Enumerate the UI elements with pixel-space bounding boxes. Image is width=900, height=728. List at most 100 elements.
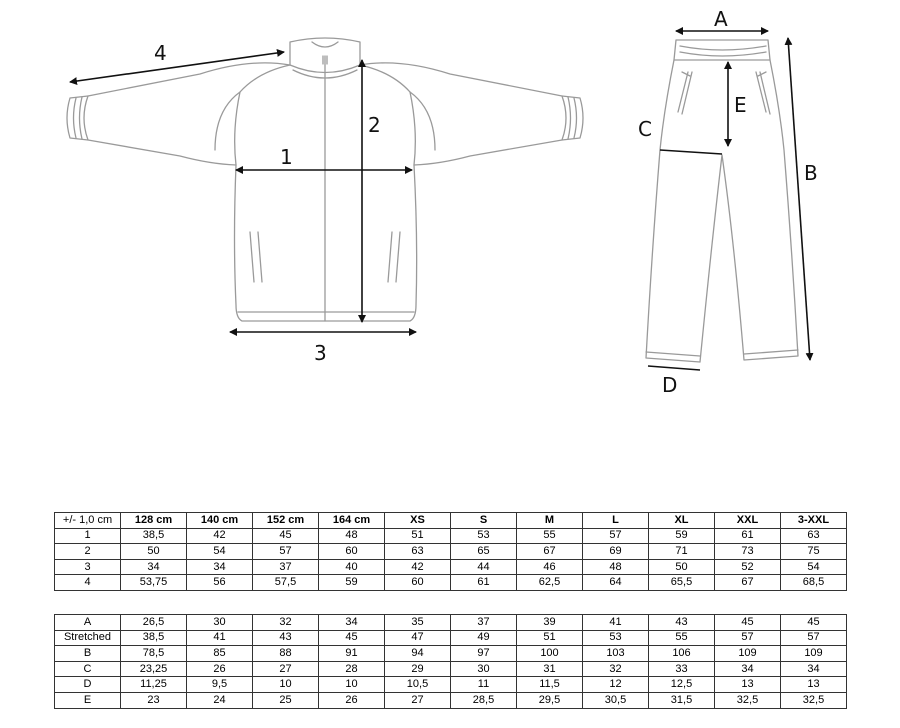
table-cell: 46 <box>516 558 583 576</box>
table-header-cell: 128 cm <box>120 512 187 529</box>
table-cell: 33 <box>648 660 715 678</box>
table-cell: 45 <box>714 614 781 631</box>
table-cell: 57 <box>780 629 847 647</box>
table-cell: 11,25 <box>120 676 187 693</box>
pants-measurements: A B E C D <box>638 7 818 397</box>
table-cell: 34 <box>714 660 781 678</box>
size-diagram: 4 2 1 3 A B E C D <box>66 7 818 397</box>
table-cell: 55 <box>516 527 583 545</box>
table-cell: 11,5 <box>516 676 583 693</box>
table-cell: 103 <box>582 645 649 662</box>
table-cell: 75 <box>780 543 847 560</box>
table-cell: 12,5 <box>648 676 715 693</box>
table-cell: 26 <box>318 691 385 709</box>
table-cell: 24 <box>186 691 253 709</box>
table-cell: 25 <box>252 691 319 709</box>
table-cell: 32,5 <box>714 691 781 709</box>
row-label-cell: E <box>54 691 121 709</box>
table-header-cell: XXL <box>714 512 781 529</box>
row-label-cell: 4 <box>54 574 121 591</box>
hem-label: 3 <box>314 341 327 365</box>
table-cell: 34 <box>318 614 385 631</box>
hip-line <box>659 149 723 155</box>
table-cell: 10,5 <box>384 676 451 693</box>
table-cell: 28 <box>318 660 385 678</box>
table-cell: 65 <box>450 543 517 560</box>
table-cell: 45 <box>318 629 385 647</box>
leg-opening-line <box>647 365 701 371</box>
table-header-cell: 152 cm <box>252 512 319 529</box>
rise-label: E <box>734 93 747 117</box>
table-cell: 51 <box>384 527 451 545</box>
table-cell: 61 <box>714 527 781 545</box>
table-cell: 28,5 <box>450 691 517 709</box>
table-header-cell: L <box>582 512 649 529</box>
table-cell: 63 <box>780 527 847 545</box>
table-cell: 34 <box>120 558 187 576</box>
table-cell: 47 <box>384 629 451 647</box>
table-cell: 49 <box>450 629 517 647</box>
leg-opening-label: D <box>662 373 677 397</box>
table-cell: 23 <box>120 691 187 709</box>
table-cell: 41 <box>582 614 649 631</box>
table-cell: 26,5 <box>120 614 187 631</box>
table-cell: 34 <box>780 660 847 678</box>
table-cell: 65,5 <box>648 574 715 591</box>
table-cell: 9,5 <box>186 676 253 693</box>
table-cell: 109 <box>780 645 847 662</box>
table-cell: 71 <box>648 543 715 560</box>
table-cell: 29,5 <box>516 691 583 709</box>
table-cell: 13 <box>780 676 847 693</box>
table-cell: 57 <box>714 629 781 647</box>
table-header-cell: S <box>450 512 517 529</box>
table-cell: 45 <box>780 614 847 631</box>
table-cell: 100 <box>516 645 583 662</box>
table-cell: 27 <box>384 691 451 709</box>
table-cell: 53,75 <box>120 574 187 591</box>
row-label-cell: C <box>54 660 121 678</box>
table-cell: 43 <box>252 629 319 647</box>
table-cell: 68,5 <box>780 574 847 591</box>
table-cell: 61 <box>450 574 517 591</box>
table-cell: 91 <box>318 645 385 662</box>
table-cell: 40 <box>318 558 385 576</box>
table-cell: 51 <box>516 629 583 647</box>
table-cell: 31 <box>516 660 583 678</box>
table-cell: 50 <box>120 543 187 560</box>
table-cell: 30 <box>186 614 253 631</box>
table-cell: 27 <box>252 660 319 678</box>
table-cell: 59 <box>318 574 385 591</box>
table-cell: 97 <box>450 645 517 662</box>
length-label: 2 <box>368 113 381 137</box>
table-cell: 63 <box>384 543 451 560</box>
table-cell: 67 <box>714 574 781 591</box>
table-cell: 85 <box>186 645 253 662</box>
hip-label: C <box>638 117 652 141</box>
row-label-cell: D <box>54 676 121 693</box>
table-cell: 48 <box>318 527 385 545</box>
table-cell: 62,5 <box>516 574 583 591</box>
table-cell: 48 <box>582 558 649 576</box>
table-cell: 78,5 <box>120 645 187 662</box>
row-label-cell: 2 <box>54 543 121 560</box>
table-cell: 67 <box>516 543 583 560</box>
table-cell: 55 <box>648 629 715 647</box>
table-cell: 59 <box>648 527 715 545</box>
table-cell: 64 <box>582 574 649 591</box>
table-cell: 57 <box>252 543 319 560</box>
waist-label: A <box>714 7 728 31</box>
table-cell: 50 <box>648 558 715 576</box>
table-cell: 73 <box>714 543 781 560</box>
table-header-cell: M <box>516 512 583 529</box>
table-cell: 60 <box>384 574 451 591</box>
table-cell: 30 <box>450 660 517 678</box>
